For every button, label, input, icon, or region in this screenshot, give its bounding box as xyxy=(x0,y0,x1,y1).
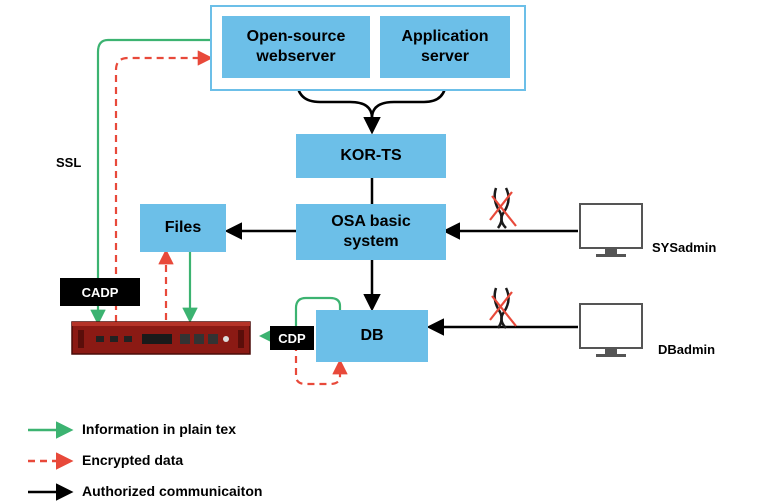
legend-plain-label: Information in plain tex xyxy=(82,421,237,437)
sysadmin-label: SYSadmin xyxy=(652,240,717,255)
dbadmin-monitor-icon xyxy=(579,303,643,357)
ssl-encrypted-line xyxy=(114,50,214,322)
servers-to-korts-arrow xyxy=(295,79,381,135)
legend-authorized-label: Authorized communicaiton xyxy=(82,483,263,499)
dbadmin-label: DBadmin xyxy=(658,342,716,357)
files-node: Files xyxy=(140,204,226,252)
webserver-node: Open-source webserver xyxy=(222,16,370,78)
appserver-merge-line xyxy=(370,79,448,119)
legend-encrypted-label: Encrypted data xyxy=(82,452,184,468)
osa-node: OSA basic system xyxy=(296,204,446,260)
korts-node: KOR-TS xyxy=(296,134,446,178)
ssl-plain-line xyxy=(90,38,210,326)
dbadmin-blocked-access-icon xyxy=(489,287,517,329)
rack-appliance-icon xyxy=(71,321,251,355)
cdp-label: CDP xyxy=(270,326,314,350)
appserver-node: Application server xyxy=(380,16,510,78)
cadp-label: CADP xyxy=(60,278,140,306)
sysadmin-monitor-icon xyxy=(579,203,643,257)
sysadmin-blocked-access-icon xyxy=(489,187,517,229)
ssl-label: SSL xyxy=(56,155,82,170)
db-node: DB xyxy=(316,310,428,362)
